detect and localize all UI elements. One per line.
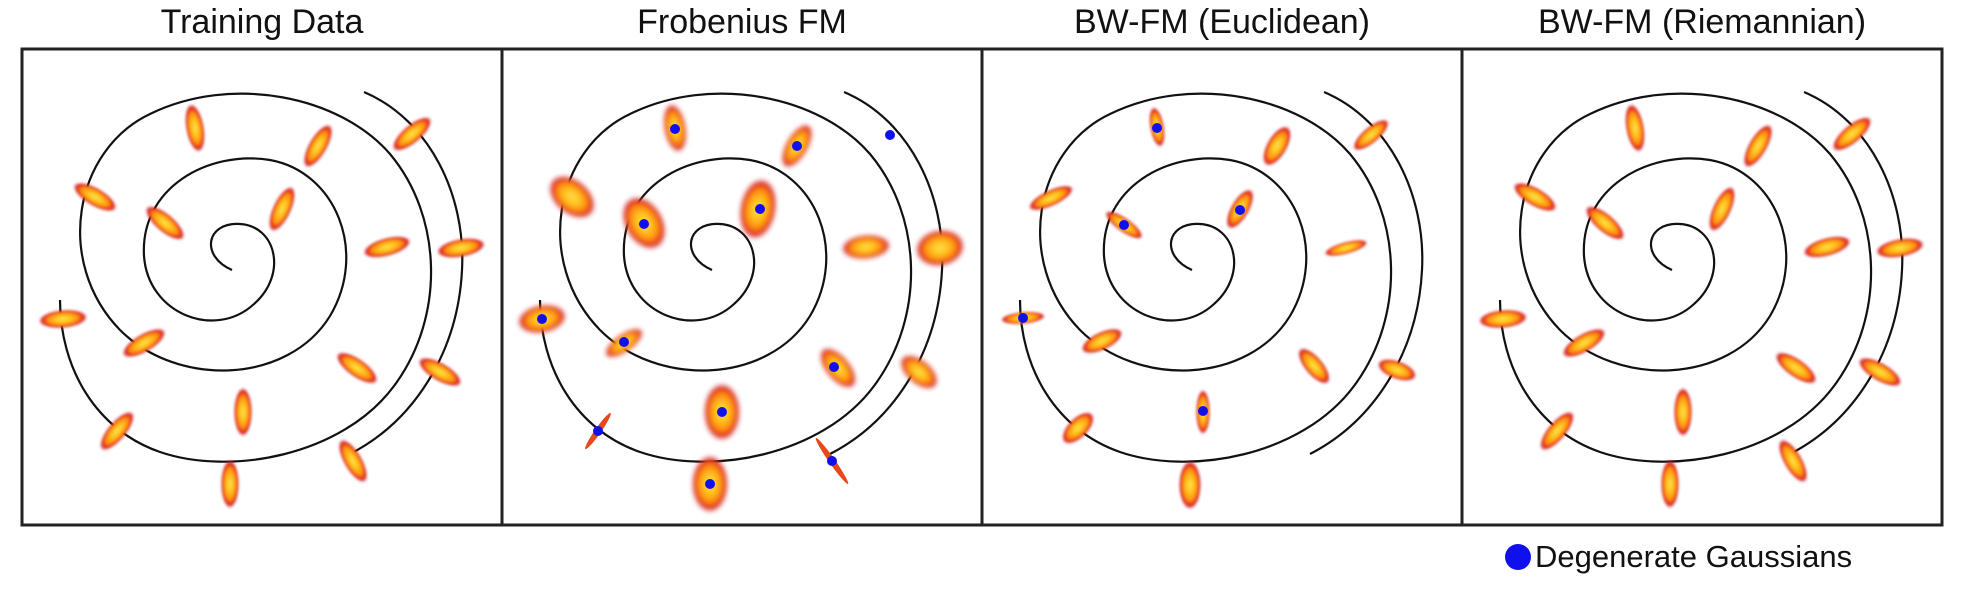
gaussians bbox=[1001, 107, 1417, 509]
degenerate-marker bbox=[619, 337, 629, 347]
degenerate-markers bbox=[537, 124, 895, 489]
gaussian-ellipse bbox=[221, 460, 239, 508]
gaussian-ellipse bbox=[1028, 185, 1074, 211]
gaussian-ellipse bbox=[900, 355, 938, 389]
gaussian-ellipse bbox=[1263, 126, 1291, 166]
degenerate-marker bbox=[829, 362, 839, 372]
gaussian-ellipse bbox=[1298, 348, 1330, 384]
gaussians bbox=[1479, 104, 1924, 508]
degenerate-marker bbox=[537, 314, 547, 324]
gaussian-ellipse bbox=[303, 124, 333, 168]
gaussian-ellipse bbox=[842, 234, 890, 260]
panel-title-bw-fm-euclidean: BW-FM (Euclidean) bbox=[1074, 3, 1370, 41]
gaussian-ellipse bbox=[336, 352, 378, 384]
panel-title-training-data: Training Data bbox=[160, 3, 364, 41]
gaussian-ellipse bbox=[1625, 104, 1645, 152]
spiral-curve bbox=[538, 92, 913, 463]
degenerate-marker-icon bbox=[1505, 544, 1531, 570]
gaussian-ellipse bbox=[234, 388, 252, 436]
degenerate-marker bbox=[593, 426, 603, 436]
gaussian-ellipse bbox=[1324, 239, 1368, 257]
spiral-outer-arc bbox=[829, 90, 944, 455]
gaussian-ellipse bbox=[392, 117, 432, 151]
gaussian-ellipse bbox=[100, 411, 134, 451]
gaussian-ellipse bbox=[437, 238, 485, 258]
panel-title-frobenius-fm: Frobenius FM bbox=[637, 3, 847, 41]
gaussian-ellipse bbox=[73, 182, 117, 212]
degenerate-marker bbox=[1152, 123, 1162, 133]
gaussian-ellipse bbox=[1778, 439, 1808, 483]
degenerate-marker bbox=[885, 130, 895, 140]
degenerate-marker bbox=[827, 456, 837, 466]
degenerate-marker bbox=[1018, 313, 1028, 323]
gaussian-ellipse bbox=[39, 309, 87, 329]
gaussian-ellipse bbox=[1708, 186, 1736, 232]
degenerate-marker bbox=[639, 219, 649, 229]
gaussian-ellipse bbox=[1513, 182, 1557, 212]
spiral-curve bbox=[1498, 92, 1873, 463]
gaussian-ellipse bbox=[1585, 206, 1625, 240]
gaussian-ellipse bbox=[1479, 309, 1527, 329]
degenerate-marker bbox=[670, 124, 680, 134]
gaussian-ellipse bbox=[1674, 388, 1692, 436]
gaussian-ellipse bbox=[1743, 124, 1773, 168]
panel-training-data bbox=[20, 47, 504, 527]
degenerate-marker bbox=[1198, 406, 1208, 416]
panel-frobenius-fm bbox=[500, 47, 984, 527]
gaussian-ellipse bbox=[1353, 119, 1389, 151]
panel-bw-fm-riemannian bbox=[1460, 47, 1944, 527]
gaussian-ellipse bbox=[418, 357, 462, 387]
gaussian-ellipse bbox=[1179, 461, 1201, 509]
gaussian-ellipse bbox=[1775, 352, 1817, 384]
degenerate-marker bbox=[705, 479, 715, 489]
degenerate-marker bbox=[1235, 205, 1245, 215]
gaussian-ellipse bbox=[1876, 238, 1924, 258]
gaussian-ellipse bbox=[1062, 412, 1094, 444]
degenerate-marker bbox=[792, 141, 802, 151]
gaussian-ellipse bbox=[268, 186, 296, 232]
gaussian-ellipse bbox=[1377, 359, 1417, 381]
gaussian-ellipse bbox=[1661, 460, 1679, 508]
gaussian-ellipse bbox=[338, 439, 368, 483]
degenerate-marker bbox=[717, 407, 727, 417]
panel-bw-fm-euclidean bbox=[980, 47, 1464, 527]
spiral-curve bbox=[58, 92, 433, 463]
degenerate-markers bbox=[1018, 123, 1245, 416]
gaussians bbox=[39, 104, 485, 508]
degenerate-marker bbox=[755, 204, 765, 214]
gaussian-ellipse bbox=[122, 328, 166, 358]
spiral-curve bbox=[1018, 92, 1393, 463]
gaussian-ellipse bbox=[1858, 357, 1902, 387]
gaussian-ellipse bbox=[1562, 328, 1606, 358]
gaussian-ellipse bbox=[1832, 117, 1872, 151]
gaussian-ellipse bbox=[916, 229, 964, 267]
gaussian-ellipse bbox=[363, 236, 411, 258]
panel-title-bw-fm-riemannian: BW-FM (Riemannian) bbox=[1537, 3, 1867, 41]
gaussian-ellipse bbox=[1081, 328, 1123, 354]
gaussian-ellipse bbox=[185, 104, 205, 152]
legend-label: Degenerate Gaussians bbox=[1535, 539, 1853, 574]
gaussian-ellipse bbox=[549, 175, 595, 219]
gaussian-ellipse bbox=[145, 206, 185, 240]
gaussian-ellipse bbox=[1540, 411, 1574, 451]
legend: Degenerate Gaussians bbox=[1505, 535, 1852, 579]
gaussian-ellipse bbox=[1803, 236, 1851, 258]
degenerate-marker bbox=[1119, 220, 1129, 230]
panel-frame bbox=[500, 47, 984, 527]
